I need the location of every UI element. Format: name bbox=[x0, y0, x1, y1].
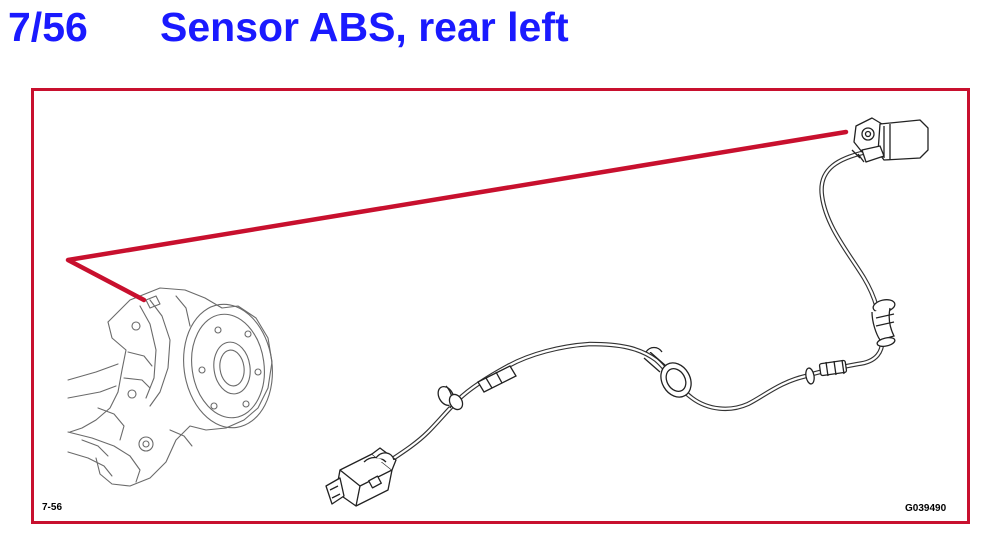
page-header: 7/56 Sensor ABS, rear left bbox=[0, 0, 991, 70]
cable-clip-right bbox=[805, 359, 848, 385]
connector-boot bbox=[375, 452, 395, 461]
figure-ref-left: 7-56 bbox=[42, 502, 63, 513]
cable-grommet-middle bbox=[643, 346, 692, 398]
cable-clip-left bbox=[437, 365, 517, 411]
illustration-frame bbox=[31, 88, 970, 524]
page-title: Sensor ABS, rear left bbox=[160, 4, 569, 50]
abs-sensor-head bbox=[851, 117, 929, 163]
sensor-connector bbox=[325, 447, 397, 507]
cable-grommet-upper bbox=[871, 299, 896, 347]
sensor-cable bbox=[385, 149, 885, 465]
figure-number: 7/56 bbox=[8, 4, 88, 50]
figure-ref-right: G039490 bbox=[905, 503, 947, 514]
wheel-hub-assembly bbox=[67, 287, 273, 487]
leader-line bbox=[65, 129, 849, 303]
